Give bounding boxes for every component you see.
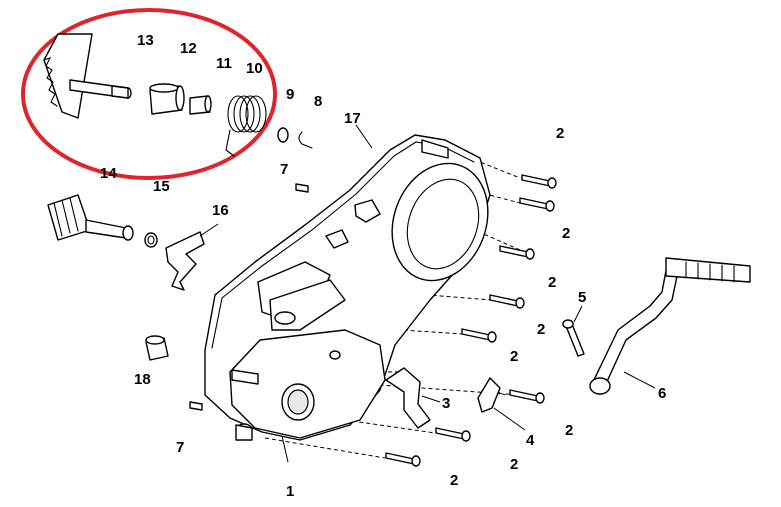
callout-13: 13 (137, 32, 154, 49)
callout-2: 2 (556, 125, 564, 142)
kickstarter-assembly (43, 33, 313, 157)
kick-gear-shaft (47, 194, 134, 241)
callout-10: 10 (246, 60, 263, 77)
callout-8: 8 (314, 93, 322, 110)
callout-14: 14 (100, 165, 117, 182)
clutch-cover (204, 134, 491, 441)
dowel-sleeve (145, 335, 169, 361)
bracket-4 (477, 377, 501, 413)
callout-7: 7 (176, 439, 184, 456)
callout-leaders (199, 124, 656, 463)
bracket-3 (385, 367, 431, 429)
callout-2: 2 (450, 472, 458, 489)
callout-2: 2 (548, 274, 556, 291)
callouts: 1 2 2 2 2 2 2 2 2 3 4 5 6 7 7 8 9 10 11 … (100, 32, 666, 500)
callout-16: 16 (212, 202, 229, 219)
callout-2: 2 (565, 422, 573, 439)
callout-9: 9 (286, 86, 294, 103)
callout-6: 6 (658, 385, 666, 402)
clip (165, 231, 205, 291)
callout-4: 4 (526, 432, 535, 449)
callout-15: 15 (153, 178, 170, 195)
spring (225, 95, 267, 157)
callout-2: 2 (510, 348, 518, 365)
callout-5: 5 (578, 289, 586, 306)
callout-7: 7 (280, 161, 288, 178)
callout-3: 3 (442, 395, 450, 412)
callout-1: 1 (286, 483, 294, 500)
bolt-5 (562, 319, 585, 357)
callout-17: 17 (344, 110, 361, 127)
washer (144, 232, 158, 248)
callout-2: 2 (562, 225, 570, 242)
highlight-ellipse (21, 8, 277, 180)
callout-11: 11 (216, 55, 232, 72)
callout-2: 2 (537, 321, 545, 338)
callout-12: 12 (180, 40, 197, 57)
bolts-2 (385, 174, 557, 467)
pin-upper (295, 183, 309, 193)
kick-lever (589, 257, 751, 395)
pin-lower (189, 401, 203, 411)
callout-18: 18 (134, 371, 151, 388)
callout-2: 2 (510, 456, 518, 473)
